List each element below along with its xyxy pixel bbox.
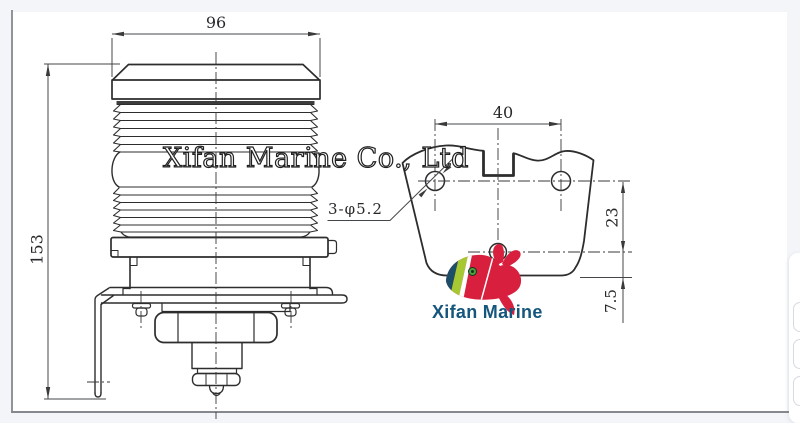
centerlines-left — [87, 52, 292, 419]
logo-text: Xifan Marine — [432, 302, 543, 322]
dimensions-left — [44, 33, 321, 400]
dim-width-label: 96 — [205, 13, 227, 32]
watermark-text: Xifan Marine Co., Ltd — [162, 142, 469, 174]
drawing-frame-left — [11, 10, 13, 413]
bracket-notch — [482, 150, 515, 177]
dim-bottom-offset-label: 7.5 — [602, 289, 620, 313]
side-panel-button-3[interactable] — [792, 376, 800, 406]
side-panel-button-2[interactable] — [792, 339, 800, 369]
dim-hole-spacing-label: 40 — [492, 103, 514, 122]
centerlines-right — [418, 119, 632, 291]
dimensions-right — [327, 123, 632, 323]
hole-spec-label: 3-φ5.2 — [328, 200, 383, 218]
drawing-frame-bottom — [11, 411, 789, 413]
dim-hole-drop-label: 23 — [602, 207, 622, 228]
drawing-card — [12, 12, 787, 412]
whale-logo-icon — [446, 244, 522, 315]
light-side-view — [94, 63, 348, 398]
dimension-arrows-left — [45, 31, 320, 399]
side-panel — [789, 253, 800, 423]
dim-height-label: 153 — [27, 234, 47, 265]
side-panel-button-1[interactable] — [792, 302, 800, 332]
dimension-arrows-right — [418, 121, 626, 289]
